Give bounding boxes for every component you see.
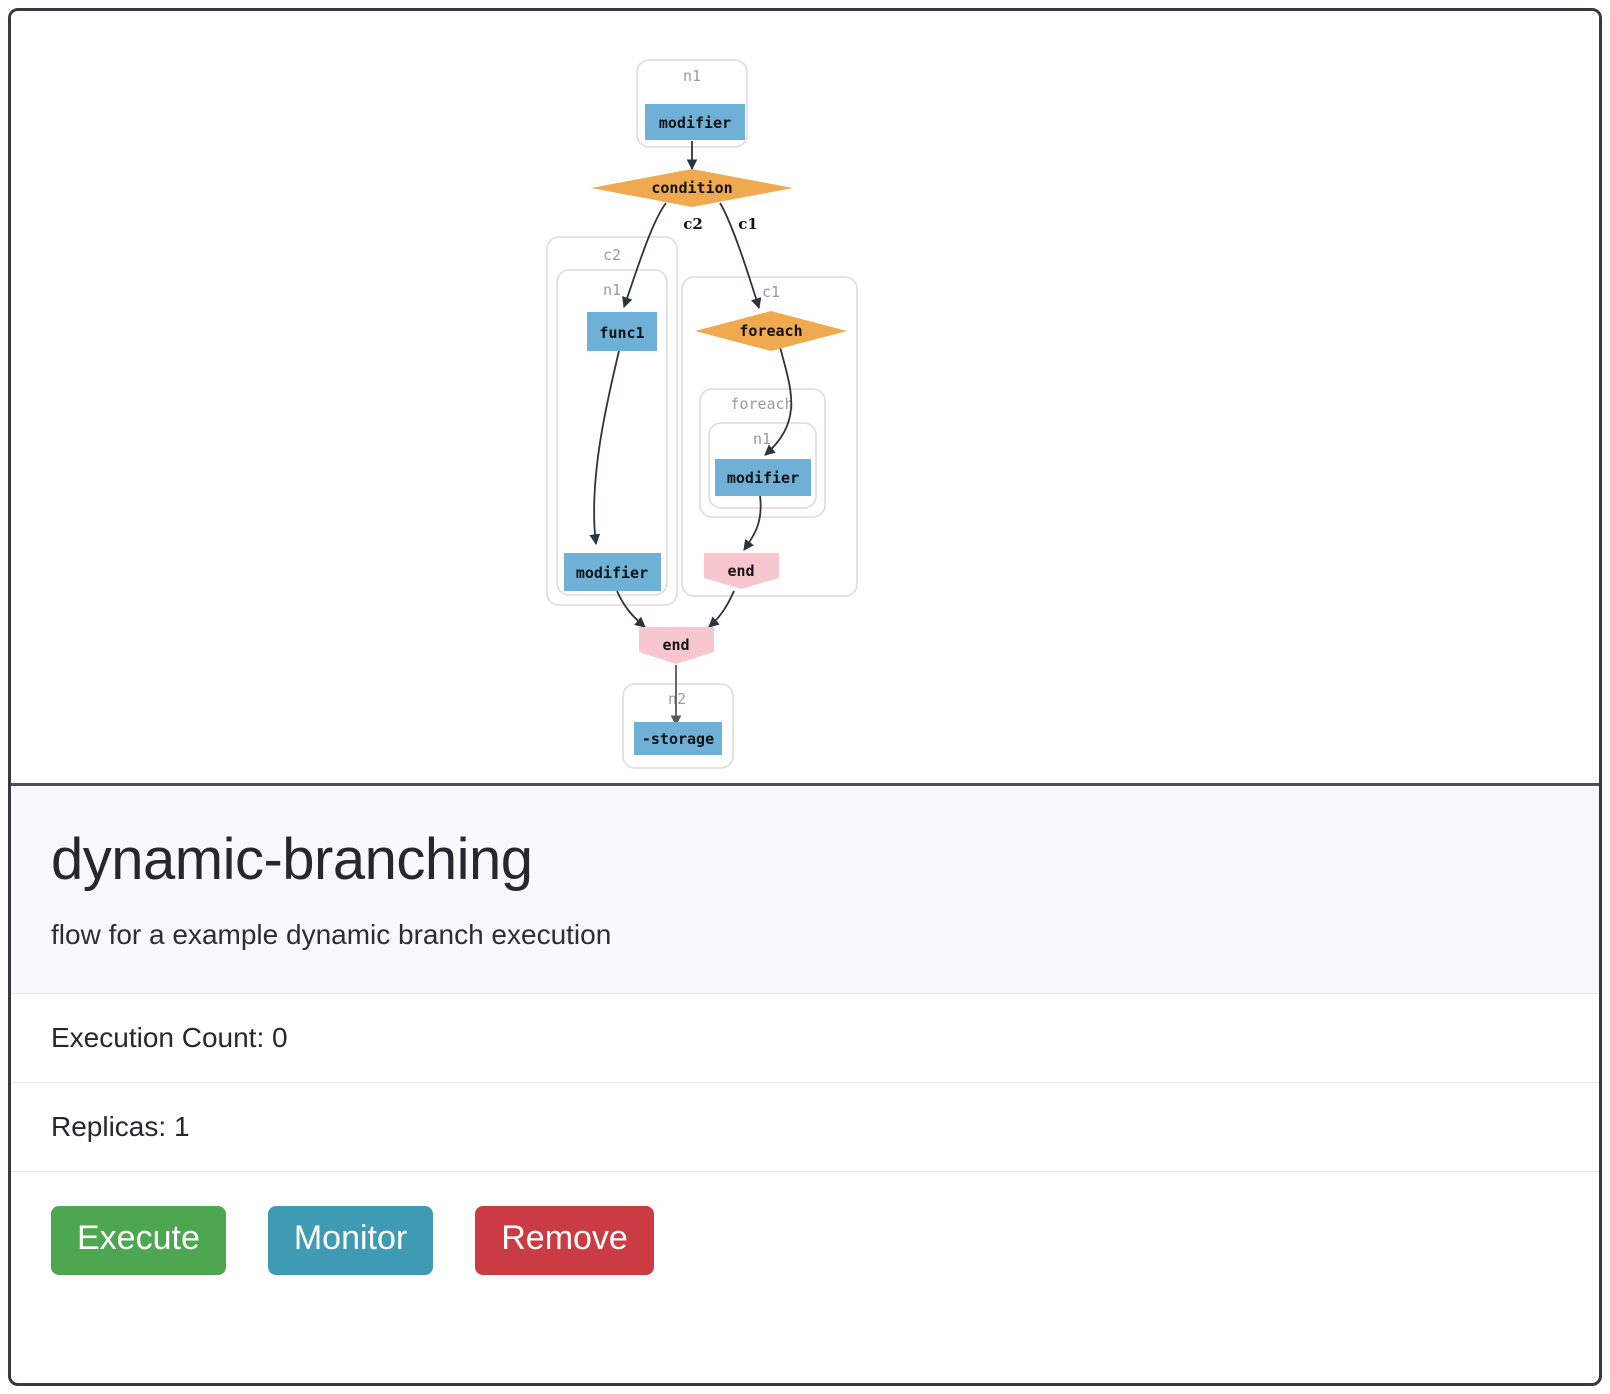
node-shape xyxy=(634,722,722,755)
node-label: modifier xyxy=(659,114,731,132)
cluster-c2-n1: n1 xyxy=(556,269,668,596)
cluster-label: foreach xyxy=(730,395,793,413)
cluster-box xyxy=(546,236,678,606)
list-item-execution-count: Execution Count: 0 xyxy=(11,993,1599,1083)
node-modifier-foreach[interactable]: modifier xyxy=(715,459,811,496)
monitor-button[interactable]: Monitor xyxy=(267,1205,434,1276)
node-label: end xyxy=(662,636,689,654)
node-shape xyxy=(591,169,793,207)
node-label: -storage xyxy=(642,730,714,748)
cluster-foreach: foreach xyxy=(699,388,826,518)
cluster-label: c1 xyxy=(762,283,780,301)
node-label: condition xyxy=(651,179,732,197)
node-condition[interactable]: condition xyxy=(591,169,793,207)
edge-func1-to-modifier xyxy=(589,350,620,546)
edge-modifier-to-end-c1 xyxy=(743,494,762,551)
cluster-label: n1 xyxy=(683,67,701,85)
flow-card: n1 c2 n1 c1 foreach xyxy=(8,8,1602,1386)
edge-condition-to-func1 xyxy=(622,202,667,309)
node-end-main[interactable]: end xyxy=(639,627,714,664)
cluster-box xyxy=(681,276,858,597)
node-label: end xyxy=(727,562,754,580)
cluster-c2: c2 xyxy=(546,236,678,606)
execute-button[interactable]: Execute xyxy=(51,1205,226,1276)
edge-modifier-c2-to-end xyxy=(616,590,646,628)
node-label: modifier xyxy=(727,469,799,487)
node-shape xyxy=(715,459,811,496)
edge-condition-to-foreach xyxy=(719,202,762,310)
cluster-label: n1 xyxy=(603,281,621,299)
node-func1[interactable]: func1 xyxy=(587,312,657,351)
flow-stats-list: Execution Count: 0 Replicas: 1 xyxy=(11,993,1599,1172)
node-foreach[interactable]: foreach xyxy=(695,311,847,351)
node-shape xyxy=(639,627,714,664)
cluster-foreach-n1: n1 xyxy=(708,422,817,509)
flow-header: dynamic-branching flow for a example dyn… xyxy=(11,786,1599,994)
page-title: dynamic-branching xyxy=(51,827,533,892)
edge-end-c1-to-end-main xyxy=(708,590,735,628)
cluster-label: c2 xyxy=(603,246,621,264)
cluster-c1: c1 xyxy=(681,276,858,597)
cluster-box xyxy=(622,683,734,769)
node-modifier-top[interactable]: modifier xyxy=(645,104,745,140)
flow-description: flow for a example dynamic branch execut… xyxy=(51,918,612,950)
edge-label-c2: c2 xyxy=(683,215,703,233)
node-shape xyxy=(695,311,847,351)
edge-label-c1: c1 xyxy=(738,215,758,233)
cluster-box xyxy=(699,388,826,518)
node-modifier-c2[interactable]: modifier xyxy=(564,553,661,591)
flow-actions: Execute Monitor Remove xyxy=(11,1171,1599,1316)
flow-graph-svg: n1 c2 n1 c1 foreach xyxy=(546,59,858,769)
edge-foreach-to-modifier xyxy=(764,346,793,456)
node-end-c1[interactable]: end xyxy=(704,553,779,589)
node-shape xyxy=(704,553,779,589)
node-label: foreach xyxy=(739,322,802,340)
cluster-box xyxy=(556,269,668,596)
node-label: modifier xyxy=(576,564,648,582)
node-shape xyxy=(645,104,745,140)
cluster-label: n2 xyxy=(668,690,686,708)
cluster-label: n1 xyxy=(753,430,771,448)
node-shape xyxy=(587,312,657,351)
node-shape xyxy=(564,553,661,591)
flow-diagram-panel: n1 c2 n1 c1 foreach xyxy=(11,11,1599,786)
cluster-box xyxy=(708,422,817,509)
remove-button[interactable]: Remove xyxy=(475,1205,654,1276)
list-item-replicas: Replicas: 1 xyxy=(11,1082,1599,1172)
node-label: func1 xyxy=(599,324,644,342)
cluster-n2: n2 xyxy=(622,683,734,769)
node-storage[interactable]: -storage xyxy=(634,722,722,755)
